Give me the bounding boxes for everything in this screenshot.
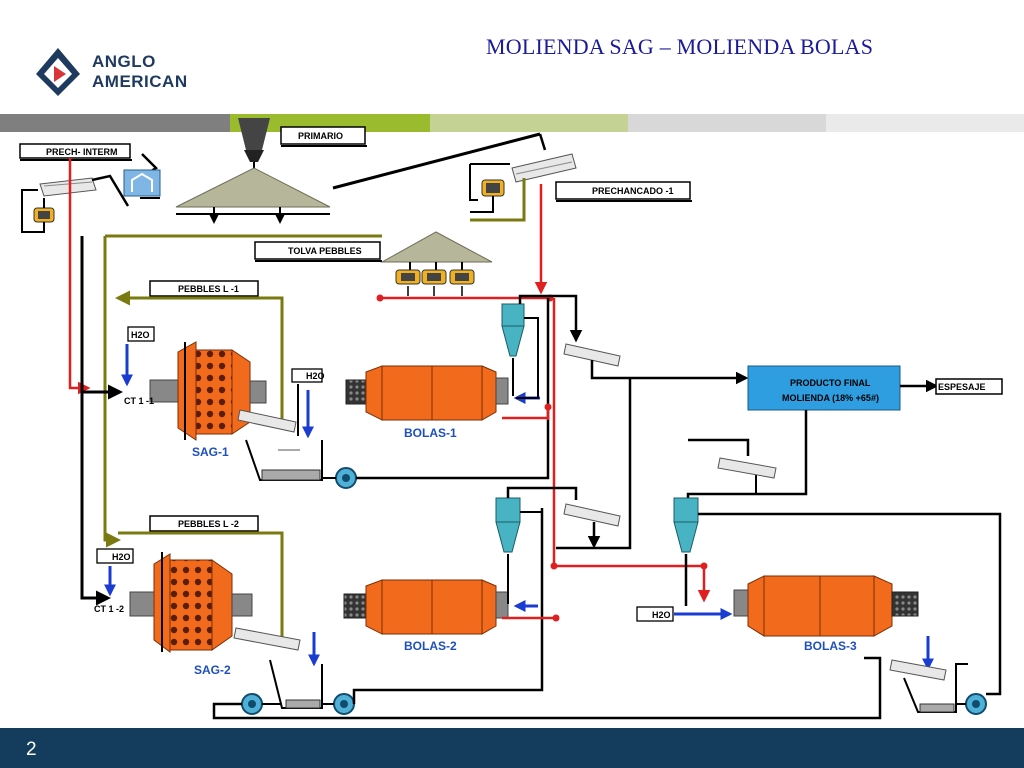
tolva-pebbles-label-box <box>254 241 382 262</box>
prech-interm-label: PRECH- INTERM <box>46 147 118 157</box>
fine-screen-2 <box>563 503 621 527</box>
cyclone-2 <box>495 497 521 553</box>
primario-label: PRIMARIO <box>298 131 343 141</box>
primary-crusher <box>238 118 270 172</box>
producto-final-box <box>747 365 901 411</box>
h2o-label-bolas3: H2O <box>652 610 671 620</box>
sag2-mill <box>129 552 253 653</box>
sag1-discharge-screen <box>237 409 297 433</box>
intermediate-screen <box>39 177 97 197</box>
footer-bar <box>0 728 1024 768</box>
bolas3-mill <box>733 575 919 637</box>
bolas1-label: BOLAS-1 <box>404 426 457 440</box>
sag2-pump-b <box>333 693 355 715</box>
cyclone-3 <box>673 497 699 553</box>
bolas3-sump <box>903 663 968 713</box>
pebbles-bin <box>380 231 493 263</box>
intermediate-crusher <box>33 207 55 223</box>
bolas1-mill <box>345 365 509 421</box>
primario-label-box <box>280 126 367 147</box>
prechancado-label-box <box>555 181 692 202</box>
band-segment-5 <box>826 114 1024 132</box>
h2o-label-sag2: H2O <box>112 552 131 562</box>
espesaje-label: ESPESAJE <box>938 382 986 392</box>
bolas3-discharge-screen <box>889 659 947 681</box>
cyclone-1 <box>501 303 525 357</box>
h2o-box-bolas3 <box>636 606 674 622</box>
prechancado-crusher <box>481 179 505 197</box>
dust-collector-icon <box>123 169 161 197</box>
bolas2-mill <box>343 579 509 635</box>
bolas3-pump <box>965 693 987 715</box>
producto-final-label-2: MOLIENDA (18% +65#) <box>782 393 879 403</box>
sag1-sump <box>245 439 323 481</box>
logo-icon <box>36 48 80 96</box>
sag1-pump <box>335 467 357 489</box>
prechancado-label: PRECHANCADO -1 <box>592 186 674 196</box>
band-segment-3 <box>430 114 628 132</box>
stockpile <box>175 167 331 208</box>
page-number: 2 <box>26 739 37 760</box>
sag1-label: SAG-1 <box>192 445 229 459</box>
grinding-circuit-diagram: PRIMARIO PRECH- INTERM PRECHANCADO -1 TO… <box>19 118 1003 720</box>
bolas2-label: BOLAS-2 <box>404 639 457 653</box>
h2o-box-sag1 <box>127 326 155 342</box>
h2o-label-sag1-sump: H2O <box>306 371 325 381</box>
anglo-american-logo <box>30 44 200 100</box>
sag2-discharge-screen <box>233 627 301 651</box>
sag2-sump <box>269 659 323 709</box>
sag2-pump-a <box>241 693 263 715</box>
pebbles-crushers <box>395 269 475 285</box>
producto-final-label-1: PRODUCTO FINAL <box>790 378 871 388</box>
band-segment-4 <box>628 114 826 132</box>
pebbles-l2-label: PEBBLES L -2 <box>178 519 239 529</box>
slide-title: MOLIENDA SAG – MOLIENDA BOLAS <box>486 34 874 59</box>
tolva-pebbles-label: TOLVA PEBBLES <box>288 246 362 256</box>
espesaje-label-box <box>935 378 1003 395</box>
ct11-label: CT 1 -1 <box>124 396 154 406</box>
sag2-label: SAG-2 <box>194 663 231 677</box>
logo-text-line1: ANGLO <box>92 52 156 71</box>
pebbles-l1-label: PEBBLES L -1 <box>178 284 239 294</box>
color-band <box>0 114 1024 132</box>
h2o-box-sag2 <box>96 548 134 564</box>
bolas3-label: BOLAS-3 <box>804 639 857 653</box>
fine-screen-1 <box>563 343 621 367</box>
prech-interm-label-box <box>19 143 132 161</box>
h2o-box-sag1-sump <box>291 368 323 383</box>
band-segment-1 <box>0 114 230 132</box>
logo-text-line2: AMERICAN <box>92 72 188 91</box>
band-segment-2 <box>230 114 430 132</box>
prechancado-screen <box>511 153 577 183</box>
h2o-label-sag1: H2O <box>131 330 150 340</box>
sag1-mill <box>149 341 267 441</box>
fine-screen-3 <box>717 457 777 479</box>
ct12-label: CT 1 -2 <box>94 604 124 614</box>
